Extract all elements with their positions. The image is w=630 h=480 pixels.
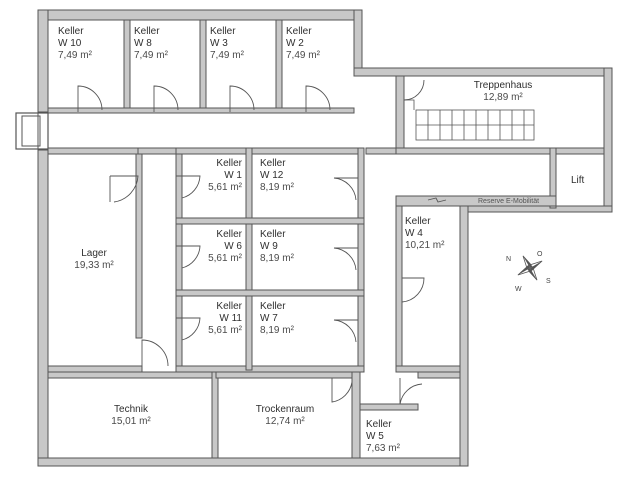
room-keller-w11: Keller W 11 5,61 m² — [188, 301, 242, 337]
room-keller-w7: Keller W 7 8,19 m² — [260, 301, 294, 337]
reserve-label: Reserve E-Mobilität — [478, 198, 540, 205]
room-area: 7,49 m² — [134, 50, 168, 61]
room-name: Keller — [216, 229, 242, 240]
room-name: Keller — [260, 229, 286, 240]
room-name: Lager — [81, 248, 107, 259]
room-unit: W 5 — [366, 431, 384, 442]
room-keller-w8: Keller W 8 7,49 m² — [134, 26, 168, 62]
compass-rose — [517, 255, 543, 281]
room-keller-w3: Keller W 3 7,49 m² — [210, 26, 244, 62]
room-unit: W 1 — [224, 170, 242, 181]
room-unit: W 6 — [224, 241, 242, 252]
room-area: 5,61 m² — [208, 253, 242, 264]
bottom-row-walls — [47, 371, 461, 459]
stairs — [404, 99, 535, 141]
room-unit: W 7 — [260, 313, 278, 324]
room-area: 10,21 m² — [405, 240, 445, 251]
room-lift: Lift — [571, 175, 584, 187]
room-area: 7,49 m² — [286, 50, 320, 61]
room-area: 19,33 m² — [74, 260, 114, 271]
room-name: Keller — [366, 419, 392, 430]
room-name: Keller — [405, 216, 431, 227]
room-name: Trockenraum — [255, 404, 315, 415]
top-row-partitions — [47, 19, 355, 114]
reserve-arrow — [427, 197, 447, 203]
room-area: 15,01 m² — [111, 416, 151, 427]
room-unit: W 12 — [260, 170, 284, 181]
room-lager: Lager 19,33 m² — [64, 248, 124, 272]
corridor-walls — [47, 75, 605, 209]
room-keller-w12: Keller W 12 8,19 m² — [260, 158, 294, 194]
room-unit: W 10 — [58, 38, 82, 49]
room-unit: W 8 — [134, 38, 152, 49]
compass-n: N — [506, 256, 512, 263]
room-name: Keller — [216, 301, 242, 312]
room-name: Keller — [134, 26, 160, 37]
room-unit: W 9 — [260, 241, 278, 252]
room-keller-w4: Keller W 4 10,21 m² — [405, 216, 444, 252]
compass-s: S — [546, 278, 551, 285]
compass-o: O — [537, 251, 543, 258]
room-area: 12,74 m² — [265, 416, 305, 427]
middle-cellar-block — [175, 147, 365, 373]
room-area: 8,19 m² — [260, 325, 294, 336]
room-area: 12,89 m² — [483, 92, 523, 103]
window-box — [15, 112, 49, 150]
room-technik: Technik 15,01 m² — [96, 404, 166, 428]
room-name: Keller — [58, 26, 84, 37]
room-area: 7,49 m² — [210, 50, 244, 61]
doors — [77, 79, 600, 405]
room-keller-w2: Keller W 2 7,49 m² — [286, 26, 320, 62]
room-name: Keller — [260, 301, 286, 312]
room-name: Keller — [216, 158, 242, 169]
room-area: 7,63 m² — [366, 443, 400, 454]
room-name: Keller — [210, 26, 236, 37]
room-name: Keller — [286, 26, 312, 37]
room-area: 8,19 m² — [260, 182, 294, 193]
room-trockenraum: Trockenraum 12,74 m² — [240, 404, 330, 428]
room-keller-w1: Keller W 1 5,61 m² — [188, 158, 242, 194]
room-name: Keller — [260, 158, 286, 169]
room-keller-w6: Keller W 6 5,61 m² — [188, 229, 242, 265]
room-unit: W 3 — [210, 38, 228, 49]
room-keller-w5: Keller W 5 7,63 m² — [366, 419, 400, 455]
room-keller-w9: Keller W 9 8,19 m² — [260, 229, 294, 265]
room-area: 8,19 m² — [260, 253, 294, 264]
room-area: 5,61 m² — [208, 325, 242, 336]
lager-walls — [47, 153, 143, 373]
w4-walls — [395, 205, 461, 373]
room-unit: W 4 — [405, 228, 423, 239]
room-unit: W 11 — [219, 313, 242, 324]
room-name: Technik — [114, 404, 148, 415]
room-area: 5,61 m² — [208, 182, 242, 193]
room-area: 7,49 m² — [58, 50, 92, 61]
room-name: Treppenhaus — [473, 80, 533, 91]
room-unit: W 2 — [286, 38, 304, 49]
compass-w: W — [515, 286, 522, 293]
room-name: Lift — [571, 175, 585, 186]
outer-walls — [37, 9, 613, 467]
room-keller-w10: Keller W 10 7,49 m² — [58, 26, 92, 62]
room-treppenhaus: Treppenhaus 12,89 m² — [460, 80, 546, 104]
